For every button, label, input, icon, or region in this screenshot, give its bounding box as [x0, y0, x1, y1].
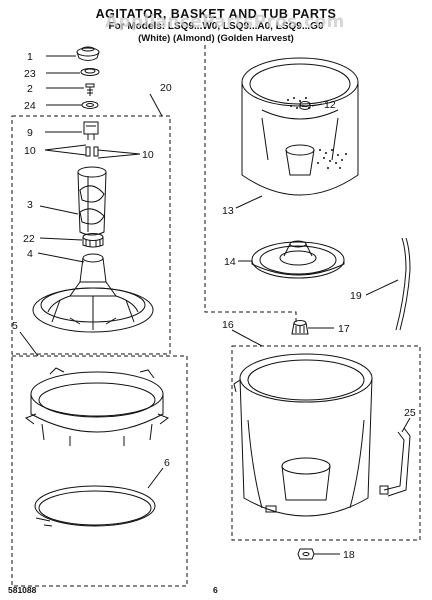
part-4-agitator-base — [32, 253, 154, 333]
callout-22: 22 — [23, 233, 35, 245]
part-13-basket — [241, 57, 359, 196]
leader-16 — [231, 329, 263, 347]
leader-10a — [44, 149, 87, 156]
callout-16: 16 — [222, 319, 234, 331]
leader-13 — [235, 195, 263, 209]
leader-4 — [37, 252, 85, 263]
leader-3 — [39, 205, 79, 215]
diagram-title: AGITATOR, BASKET AND TUB PARTS — [95, 7, 337, 21]
outer-tub — [233, 353, 373, 517]
tub-ring-box — [11, 355, 188, 587]
callout-1: 1 — [27, 51, 33, 63]
page-number: 6 — [213, 585, 218, 595]
callout-5: 5 — [12, 320, 18, 332]
leader-20 — [149, 93, 163, 117]
callout-2: 2 — [27, 83, 33, 95]
part-25-drain-hose — [379, 427, 411, 497]
part-10-dogs — [85, 146, 99, 157]
callout-12: 12 — [324, 99, 336, 111]
leader-12 — [311, 103, 323, 107]
part-23-seal — [80, 68, 100, 76]
part-22-clutch — [82, 233, 104, 248]
leader-6 — [147, 467, 164, 489]
callout-4: 4 — [27, 248, 33, 260]
leader-10b — [97, 149, 141, 155]
tub-ring — [24, 367, 170, 446]
outer-tub-box — [231, 345, 421, 541]
callout-14: 14 — [224, 256, 236, 268]
part-18-nut — [297, 548, 315, 560]
part-2-bolt — [85, 83, 95, 96]
callout-18: 18 — [343, 549, 355, 561]
leader-25 — [401, 417, 411, 433]
callout-10-left: 10 — [24, 145, 36, 157]
part-17-drive-block — [291, 320, 309, 335]
callout-13: 13 — [222, 205, 234, 217]
part-14-hub — [251, 240, 345, 279]
callout-20: 20 — [160, 82, 172, 94]
callout-3: 3 — [27, 199, 33, 211]
leader-5 — [19, 331, 39, 357]
agitator-assembly-box — [11, 115, 171, 355]
callout-24: 24 — [24, 100, 36, 112]
callout-10-right: 10 — [142, 149, 154, 161]
leader-10a2 — [44, 144, 87, 151]
part-9-cam — [83, 121, 99, 140]
model-list: For Models: LSQ9...W0, LSQ9...A0, LSQ9..… — [108, 21, 324, 32]
part-3-auger — [77, 166, 107, 236]
color-variants: (White) (Almond) (Golden Harvest) — [138, 33, 294, 44]
callout-9: 9 — [27, 127, 33, 139]
diagram-number: 581088 — [8, 585, 37, 595]
callout-23: 23 — [24, 68, 36, 80]
leader-10b2 — [97, 153, 141, 159]
callout-6: 6 — [164, 457, 170, 469]
part-1-cap — [76, 46, 100, 61]
part-6-gasket — [34, 485, 156, 527]
leader-19 — [365, 279, 399, 296]
leader-22 — [39, 237, 83, 241]
callout-19: 19 — [350, 290, 362, 302]
callout-25: 25 — [404, 407, 416, 419]
part-19-hose — [395, 237, 411, 331]
part-12-nut — [299, 101, 311, 110]
part-24-washer — [81, 101, 99, 109]
callout-17: 17 — [338, 323, 350, 335]
guide-line — [204, 45, 297, 322]
